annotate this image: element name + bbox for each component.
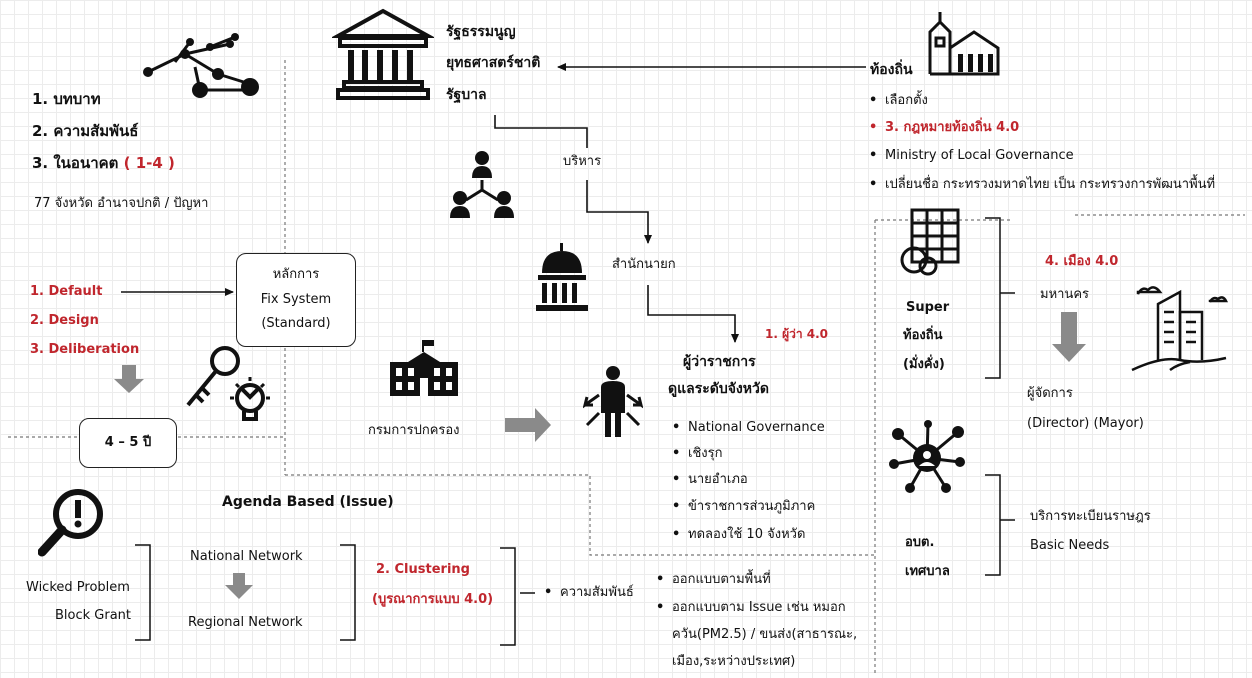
government-label: รัฐบาล — [446, 87, 487, 103]
governor-bullet: นายอำเภอ — [672, 472, 748, 488]
block-grant-label: Block Grant — [55, 608, 132, 623]
basic-needs-label: Basic Needs — [1030, 538, 1110, 553]
bracket-super-local — [985, 217, 1001, 379]
network-nodes-icon — [143, 33, 259, 98]
hub-network-icon — [889, 420, 965, 493]
sao-label: อบต. — [905, 535, 935, 550]
governor-tag: 1. ผู้ว่า 4.0 — [765, 327, 829, 341]
approach-default: 1. Default — [30, 284, 103, 299]
church-town-icon — [928, 12, 1000, 76]
arrow-to-governor — [647, 285, 739, 343]
governor-title: ผู้ว่าราชการ — [683, 354, 756, 370]
principle-standard: (Standard) — [261, 316, 331, 332]
leader-arrows-icon — [583, 366, 643, 437]
relationship-item: 2. ความสัมพันธ์ — [32, 122, 139, 140]
administration-label: บริหาร — [563, 154, 602, 169]
years-label: 4 – 5 ปี — [104, 434, 152, 450]
gray-arrow-right-dopa — [505, 408, 551, 442]
local-bullet: Ministry of Local Governance — [869, 148, 1074, 164]
relationship-bullet: ความสัมพันธ์ — [544, 585, 634, 601]
key-lightbulb-icon — [186, 346, 270, 421]
governor-bullet: เชิงรุก — [672, 446, 723, 462]
clustering-label: 2. Clustering — [376, 562, 470, 577]
school-building-icon — [390, 340, 458, 396]
governor-bullet: ทดลองใช้ 10 จังหวัด — [672, 527, 805, 543]
manager-label: ผู้จัดการ — [1027, 386, 1073, 401]
bracket-clustering — [500, 547, 516, 646]
provinces-note: 77 จังหวัด อำนาจปกติ / ปัญหา — [34, 196, 209, 211]
super-local-line: Super — [906, 300, 950, 315]
future-item-label: 3. ในอนาคต — [32, 154, 124, 172]
local-bullet: เลือกตั้ง — [869, 93, 928, 109]
gray-arrow-down-left — [114, 365, 144, 393]
principle-box: หลักการ Fix System (Standard) — [236, 253, 356, 347]
city-skyline-icon — [1131, 286, 1229, 372]
agenda-title: Agenda Based (Issue) — [222, 494, 394, 510]
role-item: 1. บทบาท — [32, 90, 101, 108]
future-item: 3. ในอนาคต ( 1-4 ) — [32, 154, 175, 172]
pm-office-label: สำนักนายก — [612, 257, 676, 272]
super-local-line: ท้องถิ่น — [903, 328, 943, 343]
municipality-label: เทศบาล — [905, 564, 950, 579]
design-issue-bullet: ออกแบบตาม Issue เช่น หมอก — [656, 600, 846, 616]
capitol-dome-icon — [536, 243, 588, 311]
government-building-icon — [332, 8, 434, 100]
local-bullet: เปลี่ยนชื่อ กระทรวงมหาดไทย เป็น กระทรวงก… — [869, 177, 1215, 193]
gray-arrow-down-network — [225, 573, 253, 599]
years-box: 4 – 5 ปี — [79, 418, 177, 468]
approach-deliberation: 3. Deliberation — [30, 342, 140, 357]
approach-design: 2. Design — [30, 313, 99, 328]
local-title: ท้องถิ่น — [870, 62, 913, 78]
arrow-to-admin — [494, 115, 588, 148]
city-tag: 4. เมือง 4.0 — [1045, 254, 1119, 269]
magnifier-exclamation-icon — [38, 489, 103, 557]
national-strategy-label: ยุทธศาสตร์ชาติ — [446, 55, 541, 71]
super-local-line: (มั่งคั่ง) — [903, 357, 945, 372]
civil-registration-label: บริการทะเบียนราษฎร — [1030, 509, 1151, 524]
design-area-bullet: ออกแบบตามพื้นที่ — [656, 572, 771, 588]
bracket-wicked — [135, 544, 151, 641]
bracket-sao — [985, 474, 1001, 576]
clustering-subtitle: (บูรณาการแบบ 4.0) — [372, 592, 494, 607]
constitution-label: รัฐธรรมนูญ — [446, 24, 516, 40]
dopa-label: กรมการปกครอง — [368, 423, 460, 438]
arrow-to-pm-office — [586, 180, 652, 244]
governor-bullet: National Governance — [672, 420, 825, 436]
future-range: ( 1-4 ) — [123, 154, 175, 172]
governor-bullet: ข้าราชการส่วนภูมิภาค — [672, 499, 815, 515]
building-money-icon — [900, 208, 960, 276]
national-network-label: National Network — [190, 549, 303, 564]
divider-middle — [285, 474, 875, 556]
bracket-network — [340, 544, 356, 641]
principle-title: หลักการ — [272, 266, 320, 282]
regional-network-label: Regional Network — [188, 615, 303, 630]
governor-subtitle: ดูแลระดับจังหวัด — [668, 381, 769, 397]
director-mayor-label: (Director) (Mayor) — [1027, 416, 1144, 431]
metropolis-label: มหานคร — [1040, 287, 1090, 302]
design-issue-line: ควัน(PM2.5) / ขนส่ง(สาธารณะ, — [672, 627, 858, 642]
principle-fix-system: Fix System — [260, 291, 332, 307]
local-law-bullet: 3. กฎหมายท้องถิ่น 4.0 — [869, 120, 1019, 136]
wicked-problem-label: Wicked Problem — [26, 580, 130, 595]
gray-arrow-down-city — [1052, 312, 1086, 362]
hierarchy-people-icon — [450, 151, 514, 218]
design-issue-line: เมือง,ระหว่างประเทศ) — [672, 654, 796, 669]
